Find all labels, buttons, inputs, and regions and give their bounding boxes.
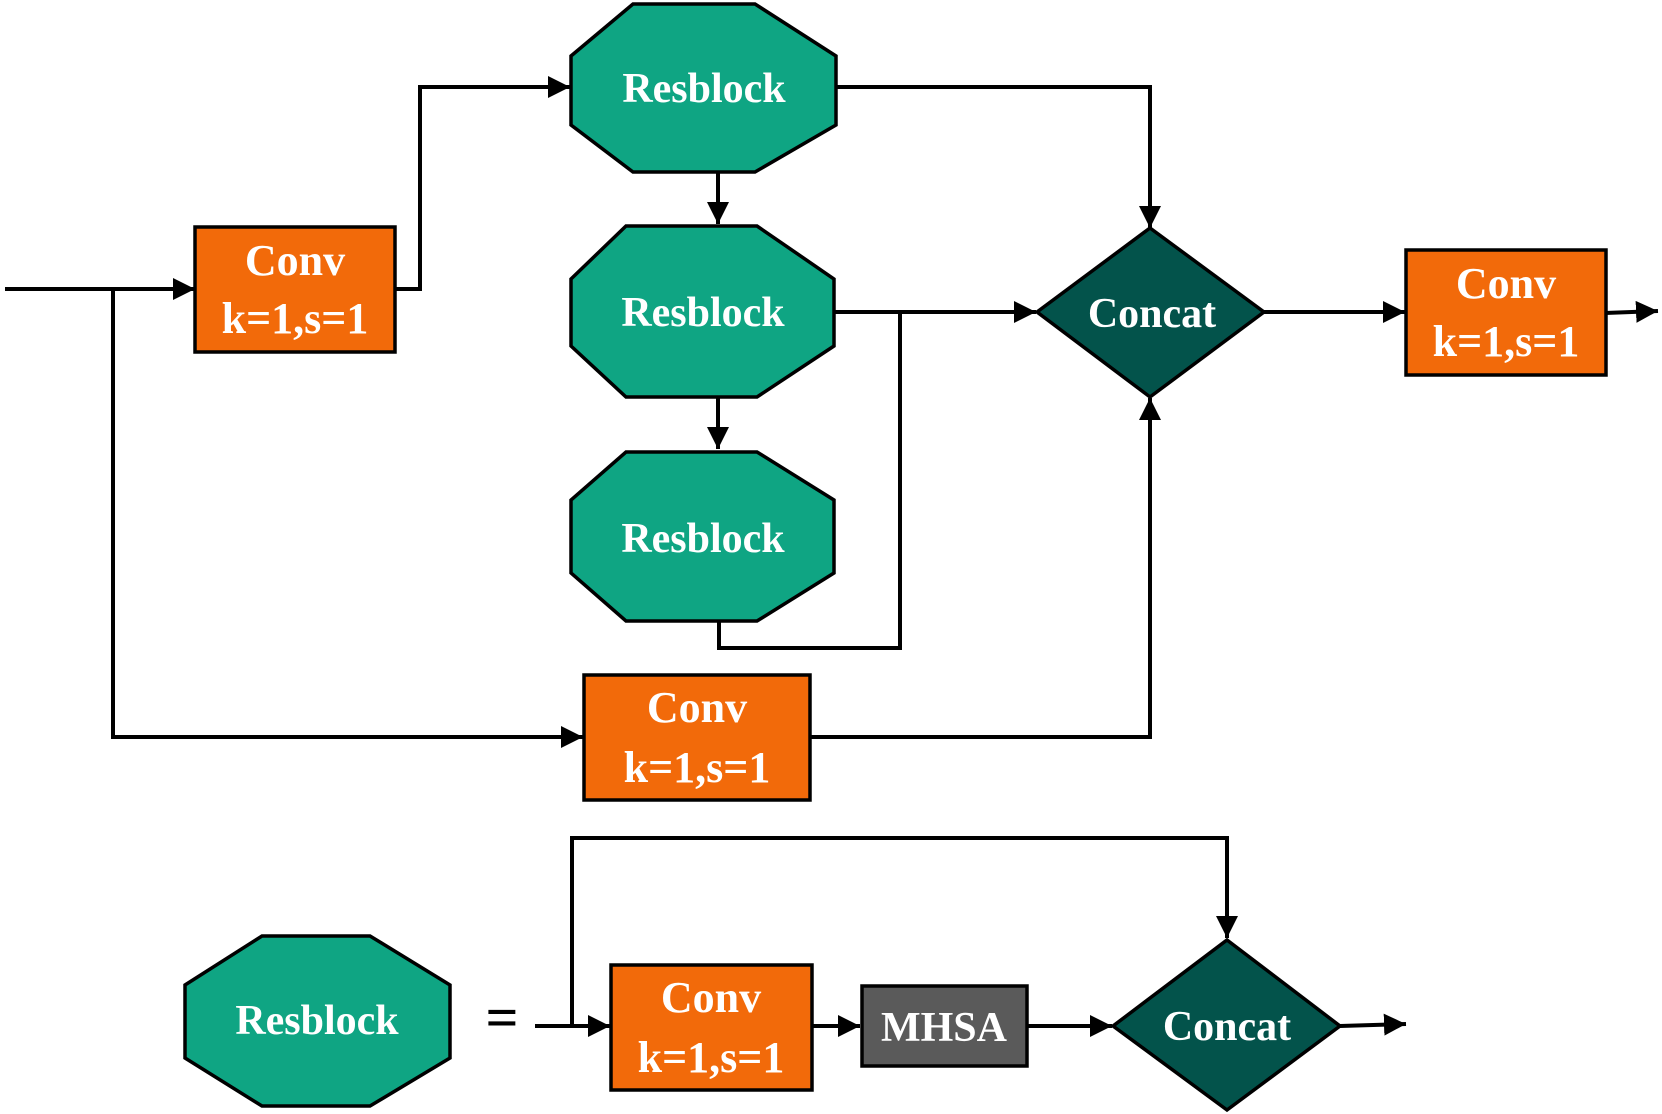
edge-bottom-shortcut-to-concat xyxy=(570,836,1238,1026)
conv-out-title: Conv xyxy=(1456,259,1556,308)
edge-conv-out-to-output xyxy=(1604,300,1659,323)
top-edges xyxy=(5,76,1659,748)
bottom-concat-diamond xyxy=(1110,937,1343,1113)
bottom-resblock-octagon xyxy=(183,934,452,1108)
resblock-2-octagon xyxy=(569,224,836,399)
edge-input-to-conv-skip xyxy=(111,289,583,748)
conv-in-block: Conv k=1,s=1 xyxy=(193,225,397,354)
bottom-resblock: Resblock xyxy=(183,934,452,1108)
bottom-conv-params: k=1,s=1 xyxy=(638,1033,785,1082)
bottom-edges xyxy=(535,836,1407,1037)
bottom-concat-node: Concat xyxy=(1110,937,1343,1113)
conv-skip-block: Conv k=1,s=1 xyxy=(582,673,812,802)
concat-node: Concat xyxy=(1034,225,1267,400)
mhsa-block: MHSA xyxy=(860,984,1029,1068)
resblock-1: Resblock xyxy=(569,2,838,174)
mhsa-box xyxy=(860,984,1029,1068)
bottom-conv-title: Conv xyxy=(661,973,761,1022)
edge-conv-skip-to-concat xyxy=(810,398,1161,739)
conv-in-params: k=1,s=1 xyxy=(222,294,369,343)
equals-sign: = xyxy=(485,985,518,1050)
conv-out-box xyxy=(1404,248,1608,377)
conv-skip-params: k=1,s=1 xyxy=(624,743,771,792)
conv-skip-title: Conv xyxy=(647,683,747,732)
edge-conv-in-to-resblock-1 xyxy=(395,76,570,291)
mhsa-label: MHSA xyxy=(881,1005,1008,1051)
resblock-1-octagon xyxy=(569,2,838,174)
conv-in-box xyxy=(193,225,397,354)
concat-diamond xyxy=(1034,225,1267,400)
conv-in-title: Conv xyxy=(245,236,345,285)
bottom-concat-label: Concat xyxy=(1163,1004,1291,1050)
resblock-2: Resblock xyxy=(569,224,836,399)
resblock-1-label: Resblock xyxy=(622,66,786,112)
resblock-3-label: Resblock xyxy=(621,516,785,562)
bottom-resblock-label: Resblock xyxy=(235,998,399,1044)
edge-bottom-concat-to-output xyxy=(1339,1013,1407,1036)
bottom-conv-block: Conv k=1,s=1 xyxy=(609,963,814,1092)
conv-out-params: k=1,s=1 xyxy=(1433,317,1580,366)
resblock-2-label: Resblock xyxy=(621,290,785,336)
resblock-3-octagon xyxy=(569,450,836,623)
edge-resblock-1-to-concat xyxy=(836,85,1161,228)
concat-label: Concat xyxy=(1088,291,1216,337)
resblock-3: Resblock xyxy=(569,450,836,623)
edge-resblock-3-to-concat xyxy=(717,312,902,650)
conv-skip-box xyxy=(582,673,812,802)
bottom-conv-box xyxy=(609,963,814,1092)
conv-out-block: Conv k=1,s=1 xyxy=(1404,248,1608,377)
